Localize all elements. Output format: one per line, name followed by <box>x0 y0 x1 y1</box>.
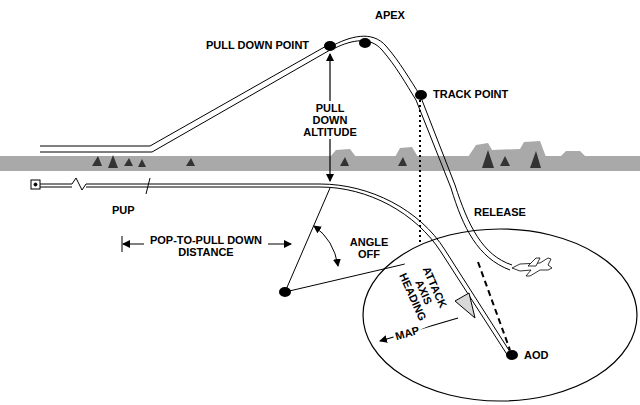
release-line <box>478 262 510 350</box>
point-dots <box>279 38 518 360</box>
terrain-rocks <box>92 150 541 168</box>
terrain-mesas <box>330 141 586 157</box>
map-label: MAP <box>391 322 422 343</box>
point-label: RELEASE <box>474 206 526 218</box>
angle-label: ANGLE OFF <box>347 236 391 260</box>
altitude-label: PULL DOWN ALTITUDE <box>298 101 362 139</box>
distance-tick <box>122 236 123 252</box>
angle-off-lines <box>285 188 405 292</box>
point-label: PULL DOWN POINT <box>206 39 309 51</box>
point-label: APEX <box>375 9 405 21</box>
aircraft-icon <box>512 258 552 276</box>
target-area-circle <box>363 229 637 401</box>
distance-label: POP-TO-PULL DOWN DISTANCE <box>144 233 268 259</box>
terrain-band <box>0 156 640 171</box>
point-label: TRACK POINT <box>433 88 508 100</box>
ground-track <box>31 178 512 356</box>
track-arrowhead <box>455 293 475 318</box>
flight-path <box>40 36 512 270</box>
point-label: PUP <box>112 204 135 216</box>
track-point-drop <box>419 100 421 245</box>
point-label: AOD <box>524 349 548 361</box>
heading-label: ATTACK AXIS HEADING <box>393 254 455 330</box>
